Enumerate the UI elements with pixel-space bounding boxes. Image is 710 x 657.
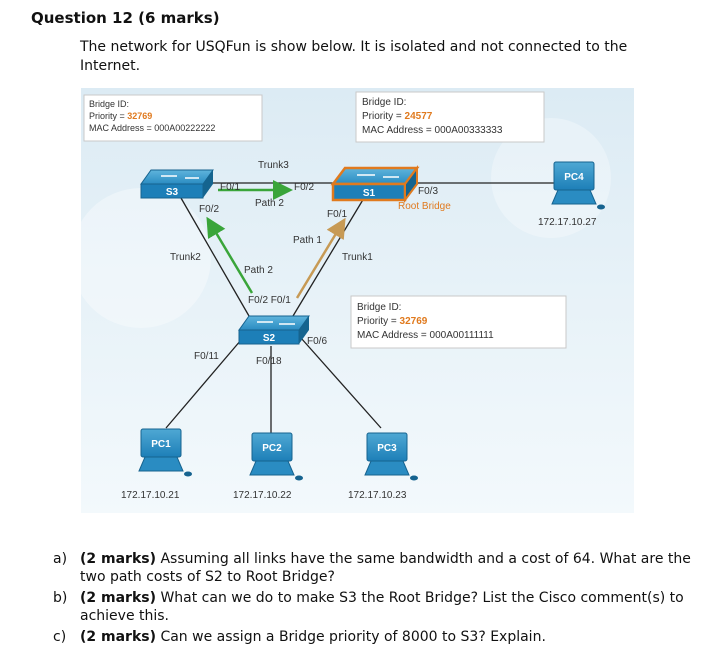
question-b: b) (2 marks) What can we do to make S3 t… [53, 589, 693, 625]
pc4-ip: 172.17.10.27 [538, 217, 597, 228]
path1-label: Path 1 [293, 235, 322, 246]
question-b-text: What can we do to make S3 the Root Bridg… [80, 590, 684, 624]
path2-top-label: Path 2 [255, 198, 284, 209]
svg-text:Priority = 24577: Priority = 24577 [362, 111, 433, 122]
svg-text:MAC Address = 000A00111111: MAC Address = 000A00111111 [357, 330, 494, 341]
trunk1-label: Trunk1 [342, 252, 373, 263]
switch-s2-icon: S2 [238, 315, 310, 345]
s1-port-f01: F0/1 [327, 209, 347, 220]
s3-port-f02: F0/2 [199, 204, 219, 215]
bridge-box-s3: Bridge ID: Priority = 32769 MAC Address … [83, 94, 263, 142]
network-diagram: Bridge ID: Priority = 32769 MAC Address … [81, 88, 634, 513]
svg-text:Priority = 32769: Priority = 32769 [357, 316, 428, 327]
question-a-text: Assuming all links have the same bandwid… [80, 551, 691, 585]
question-b-letter: b) [53, 590, 68, 606]
svg-text:MAC Address = 000A00222222: MAC Address = 000A00222222 [89, 123, 215, 133]
question-c-marks: (2 marks) [80, 629, 156, 645]
svg-text:MAC Address = 000A00333333: MAC Address = 000A00333333 [362, 125, 503, 136]
s2-port-f02-f01: F0/2 F0/1 [248, 295, 291, 306]
s3-port-f01: F0/1 [220, 182, 240, 193]
path1-arrow [295, 217, 346, 299]
question-a: a) (2 marks) Assuming all links have the… [53, 550, 693, 586]
s2-port-f011: F0/11 [194, 351, 219, 362]
trunk2-link [180, 197, 250, 317]
svg-text:Bridge ID:: Bridge ID: [362, 97, 406, 108]
question-heading: Question 12 (6 marks) [31, 9, 220, 27]
switch-s3-icon: S3 [140, 169, 214, 199]
root-bridge-label: Root Bridge [398, 201, 451, 212]
trunk2-label: Trunk2 [170, 252, 201, 263]
svg-text:Bridge ID:: Bridge ID: [89, 99, 129, 109]
question-c-letter: c) [53, 629, 67, 645]
s1-port-f02: F0/2 [294, 182, 314, 193]
switch-s1-icon: S1 [330, 165, 420, 203]
svg-text:PC2: PC2 [262, 443, 282, 454]
question-a-letter: a) [53, 551, 68, 567]
pc4-icon: PC4 [551, 161, 605, 210]
trunk3-label: Trunk3 [258, 160, 289, 171]
svg-text:PC3: PC3 [377, 443, 397, 454]
s2-pc1-link [165, 339, 242, 429]
bridge-box-s1: Bridge ID: Priority = 24577 MAC Address … [355, 91, 545, 143]
s2-pc3-link [300, 337, 382, 429]
svg-text:PC4: PC4 [564, 172, 584, 183]
pc2-ip: 172.17.10.22 [233, 490, 292, 501]
question-b-marks: (2 marks) [80, 590, 156, 606]
s2-port-f06: F0/6 [307, 336, 327, 347]
s2-port-f018: F0/18 [256, 356, 282, 367]
bridge-box-s2: Bridge ID: Priority = 32769 MAC Address … [350, 295, 567, 349]
question-c-text: Can we assign a Bridge priority of 8000 … [156, 629, 546, 645]
pc1-ip: 172.17.10.21 [121, 490, 180, 501]
pc1-icon: PC1 [138, 428, 192, 477]
s1-port-f03: F0/3 [418, 186, 438, 197]
pc3-icon: PC3 [364, 432, 418, 481]
svg-text:S1: S1 [363, 188, 376, 199]
links [165, 182, 561, 433]
question-c: c) (2 marks) Can we assign a Bridge prio… [53, 628, 693, 646]
question-intro: The network for USQFun is show below. It… [80, 39, 628, 74]
pc3-ip: 172.17.10.23 [348, 490, 407, 501]
path2-mid-label: Path 2 [244, 265, 273, 276]
svg-text:Priority = 32769: Priority = 32769 [89, 111, 152, 121]
question-a-marks: (2 marks) [80, 551, 156, 567]
pc2-icon: PC2 [249, 432, 303, 481]
sub-questions: a) (2 marks) Assuming all links have the… [53, 550, 693, 649]
svg-text:PC1: PC1 [151, 439, 171, 450]
svg-text:Bridge ID:: Bridge ID: [357, 302, 401, 313]
svg-text:S2: S2 [263, 333, 276, 344]
svg-text:S3: S3 [166, 187, 179, 198]
path2-mid-arrow [206, 216, 254, 294]
trunk1-link [292, 197, 365, 317]
